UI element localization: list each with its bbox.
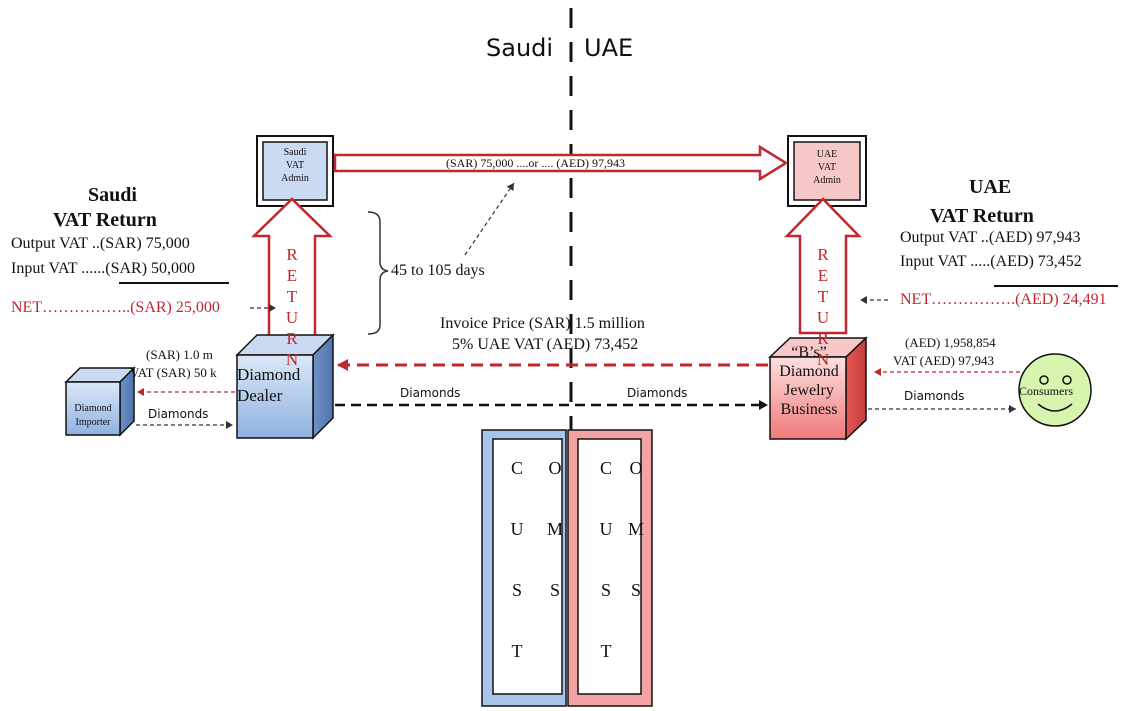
admin-transfer-arrow: [333, 144, 789, 182]
flow-label-business-consumers: Diamonds: [904, 389, 965, 403]
importer-label: Diamond Importer: [74, 403, 112, 428]
invoice-line-2: 5% UAE VAT (AED) 73,452: [452, 336, 639, 353]
saudi-return-arrow: [250, 197, 334, 339]
uae-return-title-2: VAT Return: [930, 205, 1034, 227]
importer-cube: [64, 366, 136, 437]
uae-admin-text: UAE VAT Admin: [813, 149, 841, 186]
uae-return-arrow: [784, 197, 862, 335]
customs-booth-uae: [567, 429, 653, 707]
days-brace: [367, 211, 389, 335]
consumer-payment-line-1: (AED) 1,958,854: [905, 335, 996, 350]
dealer-cube: [235, 333, 335, 440]
days-label: 45 to 105 days: [391, 262, 485, 279]
flow-label-dealer-border: Diamonds: [400, 386, 461, 400]
flow-label-importer-dealer: Diamonds: [148, 407, 209, 421]
transfer-label: (SAR) 75,000 ....or .... (AED) 97,943: [446, 156, 625, 170]
invoice-line-1: Invoice Price (SAR) 1.5 million: [440, 315, 645, 332]
dealer-label: Diamond Dealer: [237, 365, 301, 405]
customs-uae-col-2: O M S: [627, 458, 644, 600]
saudi-admin-text: Saudi VAT Admin: [281, 147, 309, 184]
business-cube: [768, 336, 868, 441]
uae-net-vat: NET…………….(AED) 24,491: [900, 291, 1107, 308]
customs-uae-col-1: C U S T: [599, 458, 613, 661]
region-uae-label: UAE: [584, 34, 634, 62]
region-saudi-label: Saudi: [486, 34, 554, 62]
customs-saudi-col-1: C U S T: [510, 458, 524, 661]
saudi-return-title-2: VAT Return: [53, 209, 157, 231]
uae-return-title-1: UAE: [969, 176, 1012, 198]
importer-payment-line-1: (SAR) 1.0 m: [146, 347, 213, 362]
uae-input-vat: Input VAT .....(AED) 73,452: [900, 253, 1082, 270]
business-label: “B’s” Diamond Jewelry Business: [779, 344, 839, 418]
customs-saudi-col-2: O M S: [546, 458, 563, 600]
saudi-net-vat: NET……………..(SAR) 25,000: [11, 299, 220, 316]
customs-booth-saudi: [481, 429, 567, 707]
consumer-payment-line-2: VAT (AED) 97,943: [893, 353, 994, 368]
saudi-return-letters: R E T U R N: [285, 245, 299, 369]
uae-return-letters: R E T U R N: [816, 245, 830, 369]
consumers-label: Consumers: [1019, 384, 1073, 398]
consumers-smiley: [1018, 353, 1092, 427]
saudi-return-title-1: Saudi: [88, 184, 137, 206]
uae-output-vat: Output VAT ..(AED) 97,943: [900, 229, 1081, 246]
saudi-output-vat: Output VAT ..(SAR) 75,000: [11, 235, 190, 252]
importer-payment-line-2: VAT (SAR) 50 k: [130, 365, 217, 380]
saudi-input-vat: Input VAT ......(SAR) 50,000: [11, 260, 196, 277]
flow-label-border-business: Diamonds: [627, 386, 688, 400]
